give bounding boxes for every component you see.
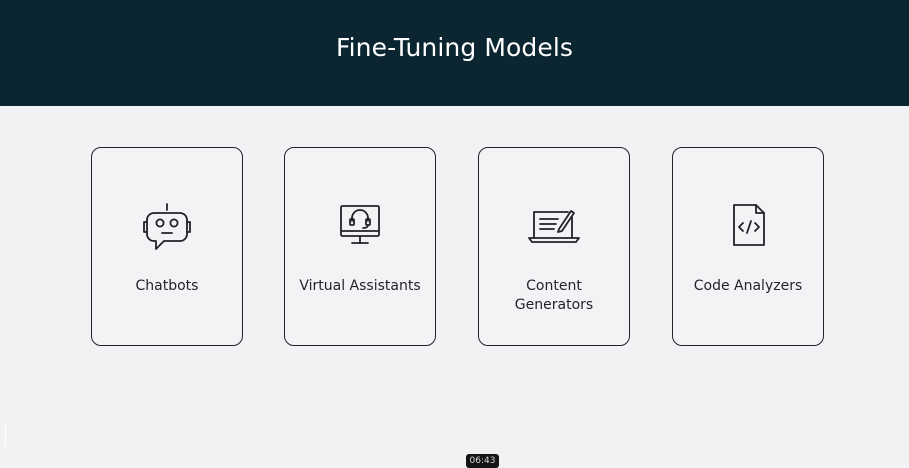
card-label: Content Generators xyxy=(514,278,594,313)
laptop-pen-icon xyxy=(524,201,584,255)
video-timestamp: 06:43 xyxy=(466,454,499,468)
robot-icon xyxy=(137,201,197,255)
monitor-headset-icon xyxy=(330,201,390,255)
card-chatbots: Chatbots xyxy=(91,147,243,346)
card-content-generators: Content Generators xyxy=(478,147,630,346)
card-code-analyzers: Code Analyzers xyxy=(672,147,824,346)
progress-edge xyxy=(5,422,6,446)
card-label: Chatbots xyxy=(135,278,199,294)
card-label: Code Analyzers xyxy=(693,278,803,294)
code-file-icon xyxy=(718,201,778,255)
card-virtual-assistants: Virtual Assistants xyxy=(284,147,436,346)
card-label: Virtual Assistants xyxy=(299,278,421,294)
slide-title: Fine-Tuning Models xyxy=(335,32,574,62)
slide-header: Fine-Tuning Models xyxy=(0,0,909,106)
